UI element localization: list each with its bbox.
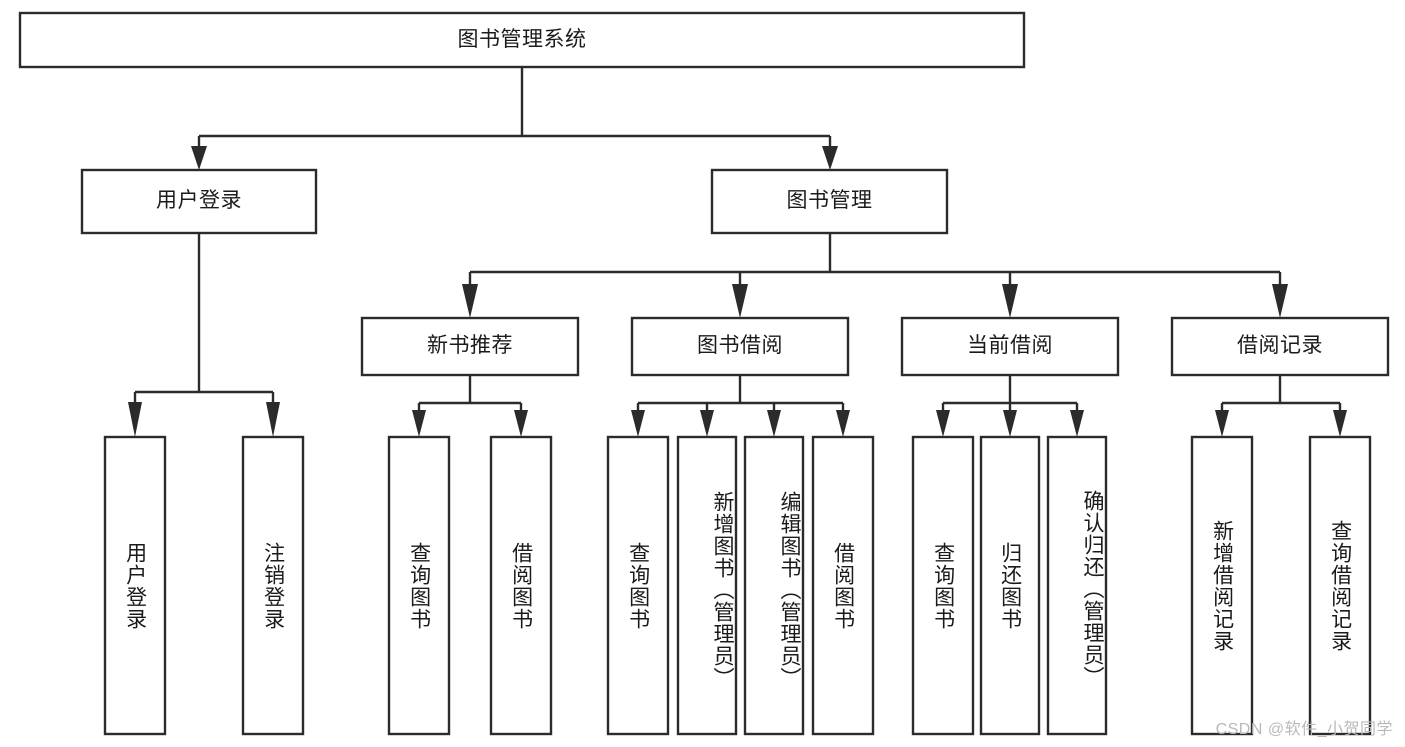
arrow-head-currentborrow-2 [1003,410,1017,437]
arrow-head-currentborrow-3 [1070,410,1084,437]
arrow-head-bookborrow-2 [700,410,714,437]
leaf-box-book-borrow-3[interactable] [811,435,875,736]
arrow-head-bookborrow-4 [836,410,850,437]
arrow-head-newbook-1 [412,410,426,437]
node-box-user-login[interactable] [80,168,318,235]
arrow-head-borrowrecord-1 [1215,410,1229,437]
node-box-borrow-record[interactable] [1170,316,1390,377]
node-box-current-borrow[interactable] [900,316,1120,377]
leaf-box-current-borrow-0[interactable] [911,435,975,736]
leaf-box-current-borrow-1[interactable] [979,435,1041,736]
arrow-head-userlogin-1 [128,402,142,437]
arrow-head-level2-1 [462,284,478,318]
arrow-head-level2-2 [732,284,748,318]
arrow-head-level1-1 [191,146,207,170]
node-box-book-management[interactable] [710,168,949,235]
leaf-box-user-login-1[interactable] [241,435,305,736]
node-box-book-borrow[interactable] [630,316,850,377]
leaf-box-current-borrow-2[interactable] [1046,435,1108,736]
leaf-box-new-book-0[interactable] [387,435,451,736]
arrow-head-currentborrow-1 [936,410,950,437]
arrow-head-bookborrow-1 [631,410,645,437]
leaf-box-new-book-1[interactable] [489,435,553,736]
arrow-head-level2-4 [1272,284,1288,318]
arrow-head-bookborrow-3 [767,410,781,437]
node-box-root[interactable] [18,11,1026,69]
leaf-box-borrow-record-1[interactable] [1308,435,1372,736]
arrow-head-borrowrecord-2 [1333,410,1347,437]
leaf-box-book-borrow-1[interactable] [676,435,738,736]
leaf-box-user-login-0[interactable] [103,435,167,736]
arrow-head-userlogin-2 [266,402,280,437]
arrow-head-newbook-2 [514,410,528,437]
arrow-head-level1-2 [822,146,838,170]
arrow-head-level2-3 [1002,284,1018,318]
leaf-box-book-borrow-2[interactable] [743,435,805,736]
node-box-new-book-recommend[interactable] [360,316,580,377]
leaf-box-borrow-record-0[interactable] [1190,435,1254,736]
leaf-box-book-borrow-0[interactable] [606,435,670,736]
